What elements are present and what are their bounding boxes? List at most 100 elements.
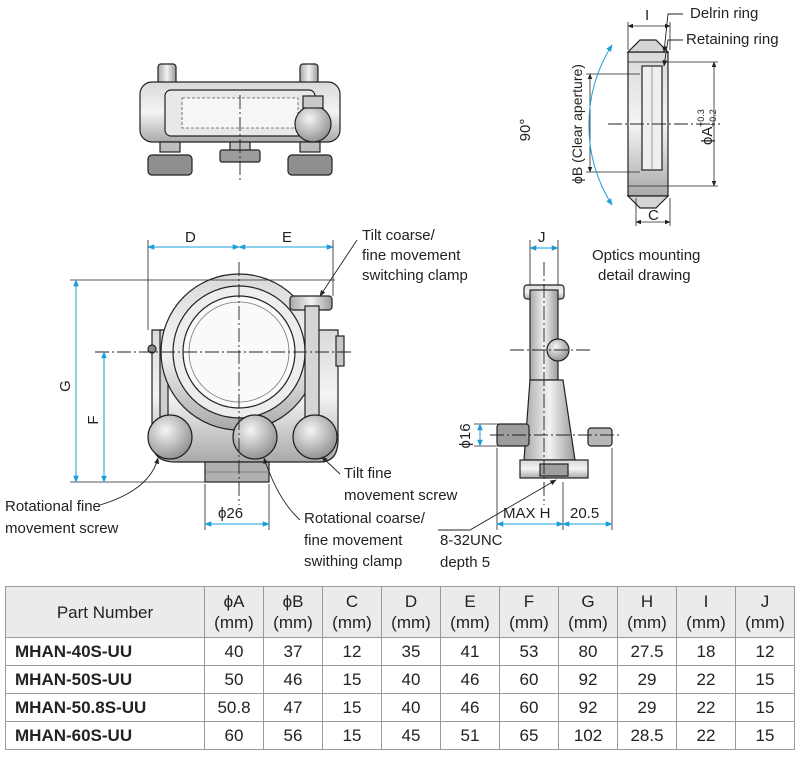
table-row: MHAN-50.8S-UU 50.8 47 15 40 46 60 92 29 … — [5, 693, 795, 722]
table-cell: 50 — [204, 665, 264, 694]
retaining-ring-label: Retaining ring — [686, 31, 779, 48]
table-cell: 46 — [263, 665, 323, 694]
table-cell: 35 — [381, 637, 441, 666]
delrin-ring-label: Delrin ring — [690, 5, 758, 22]
dim-c: C — [648, 207, 659, 224]
table-cell: 15 — [322, 665, 382, 694]
table-cell: 56 — [263, 721, 323, 750]
table-cell: 46 — [440, 693, 500, 722]
table-cell: 15 — [322, 693, 382, 722]
table-row: MHAN-40S-UU 40 37 12 35 41 53 80 27.5 18… — [5, 637, 795, 666]
detail-view — [586, 22, 720, 226]
part-number-cell: MHAN-50.8S-UU — [5, 693, 205, 722]
table-cell: 65 — [499, 721, 559, 750]
optics-label-1: Optics mounting — [592, 247, 700, 264]
dim-i: I — [645, 7, 649, 24]
dim-d: D — [185, 229, 196, 246]
table-row: MHAN-60S-UU 60 56 15 45 51 65 102 28.5 2… — [5, 721, 795, 750]
table-cell: 60 — [499, 693, 559, 722]
header-part-number: Part Number — [5, 586, 205, 638]
dim-phi-b: ϕB (Clear aperture) — [569, 64, 585, 184]
table-cell: 15 — [735, 721, 795, 750]
table-cell: 22 — [676, 693, 736, 722]
header-i: I(mm) — [676, 586, 736, 638]
tilt-fine-label-1: Tilt fine — [344, 465, 392, 482]
table-cell: 51 — [440, 721, 500, 750]
tilt-fine-label-2: movement screw — [344, 487, 458, 504]
callout-labels: Delrin ring Retaining ring Tilt coarse/ … — [5, 5, 779, 571]
table-cell: 46 — [440, 665, 500, 694]
header-e: E(mm) — [440, 586, 500, 638]
table-cell: 29 — [617, 665, 677, 694]
dim-phi26: ϕ26 — [218, 505, 243, 522]
table-cell: 47 — [263, 693, 323, 722]
table-cell: 53 — [499, 637, 559, 666]
dimension-labels: I C 90° ϕB (Clear aperture) ϕA +0.3 +0.2… — [57, 7, 718, 522]
table-header-row: Part Number ϕA(mm) ϕB(mm) C(mm) D(mm) E(… — [5, 586, 795, 638]
part-number-cell: MHAN-60S-UU — [5, 721, 205, 750]
header-phi-a: ϕA(mm) — [204, 586, 264, 638]
table-cell: 15 — [735, 665, 795, 694]
header-phi-b: ϕB(mm) — [263, 586, 323, 638]
tilt-clamp-label-2: fine movement — [362, 247, 461, 264]
table-cell: 41 — [440, 637, 500, 666]
table-cell: 40 — [381, 693, 441, 722]
optics-label-2: detail drawing — [598, 267, 691, 284]
table-cell: 29 — [617, 693, 677, 722]
rot-coarse-label-3: swithing clamp — [304, 553, 402, 570]
rot-fine-label-2: movement screw — [5, 520, 119, 537]
spec-table: Part Number ϕA(mm) ϕB(mm) C(mm) D(mm) E(… — [5, 586, 795, 750]
tilt-clamp-label-3: switching clamp — [362, 267, 468, 284]
header-f: F(mm) — [499, 586, 559, 638]
dim-e: E — [282, 229, 292, 246]
dim-j: J — [538, 229, 546, 246]
table-row: MHAN-50S-UU 50 46 15 40 46 60 92 29 22 1… — [5, 665, 795, 694]
table-cell: 92 — [558, 693, 618, 722]
table-cell: 12 — [322, 637, 382, 666]
table-cell: 40 — [204, 637, 264, 666]
dimension-lines — [70, 23, 717, 530]
front-view — [95, 262, 352, 505]
table-cell: 22 — [676, 721, 736, 750]
table-cell: 22 — [676, 665, 736, 694]
dim-max-h: MAX H — [503, 505, 551, 522]
table-cell: 15 — [735, 693, 795, 722]
table-cell: 15 — [322, 721, 382, 750]
header-h: H(mm) — [617, 586, 677, 638]
side-view — [490, 262, 620, 505]
part-number-cell: MHAN-50S-UU — [5, 665, 205, 694]
dim-g: G — [57, 380, 74, 392]
header-g: G(mm) — [558, 586, 618, 638]
dim-phi16: ϕ16 — [457, 423, 474, 448]
technical-drawing: Delrin ring Retaining ring Tilt coarse/ … — [5, 5, 779, 571]
table-cell: 45 — [381, 721, 441, 750]
table-cell: 60 — [204, 721, 264, 750]
thread-label-1: 8-32UNC — [440, 532, 503, 549]
dim-phi-a: ϕA — [699, 127, 716, 145]
table-cell: 50.8 — [204, 693, 264, 722]
table-cell: 12 — [735, 637, 795, 666]
table-cell: 27.5 — [617, 637, 677, 666]
top-view — [139, 63, 341, 180]
table-cell: 37 — [263, 637, 323, 666]
dim-20-5: 20.5 — [570, 505, 599, 522]
part-number-cell: MHAN-40S-UU — [5, 637, 205, 666]
dim-phi-a-tol-dn: +0.2 — [708, 109, 718, 127]
table-cell: 80 — [558, 637, 618, 666]
table-cell: 40 — [381, 665, 441, 694]
dim-angle: 90° — [517, 119, 534, 142]
header-c: C(mm) — [322, 586, 382, 638]
header-j: J(mm) — [735, 586, 795, 638]
rot-fine-label-1: Rotational fine — [5, 498, 101, 515]
tilt-clamp-label-1: Tilt coarse/ — [362, 227, 436, 244]
table-cell: 102 — [558, 721, 618, 750]
table-cell: 60 — [499, 665, 559, 694]
table-cell: 28.5 — [617, 721, 677, 750]
dim-phi-a-tol-up: +0.3 — [696, 109, 706, 127]
table-cell: 92 — [558, 665, 618, 694]
header-d: D(mm) — [381, 586, 441, 638]
leader-lines — [99, 13, 683, 531]
rot-coarse-label-1: Rotational coarse/ — [304, 510, 426, 527]
dim-f: F — [85, 415, 102, 424]
thread-label-2: depth 5 — [440, 554, 490, 571]
